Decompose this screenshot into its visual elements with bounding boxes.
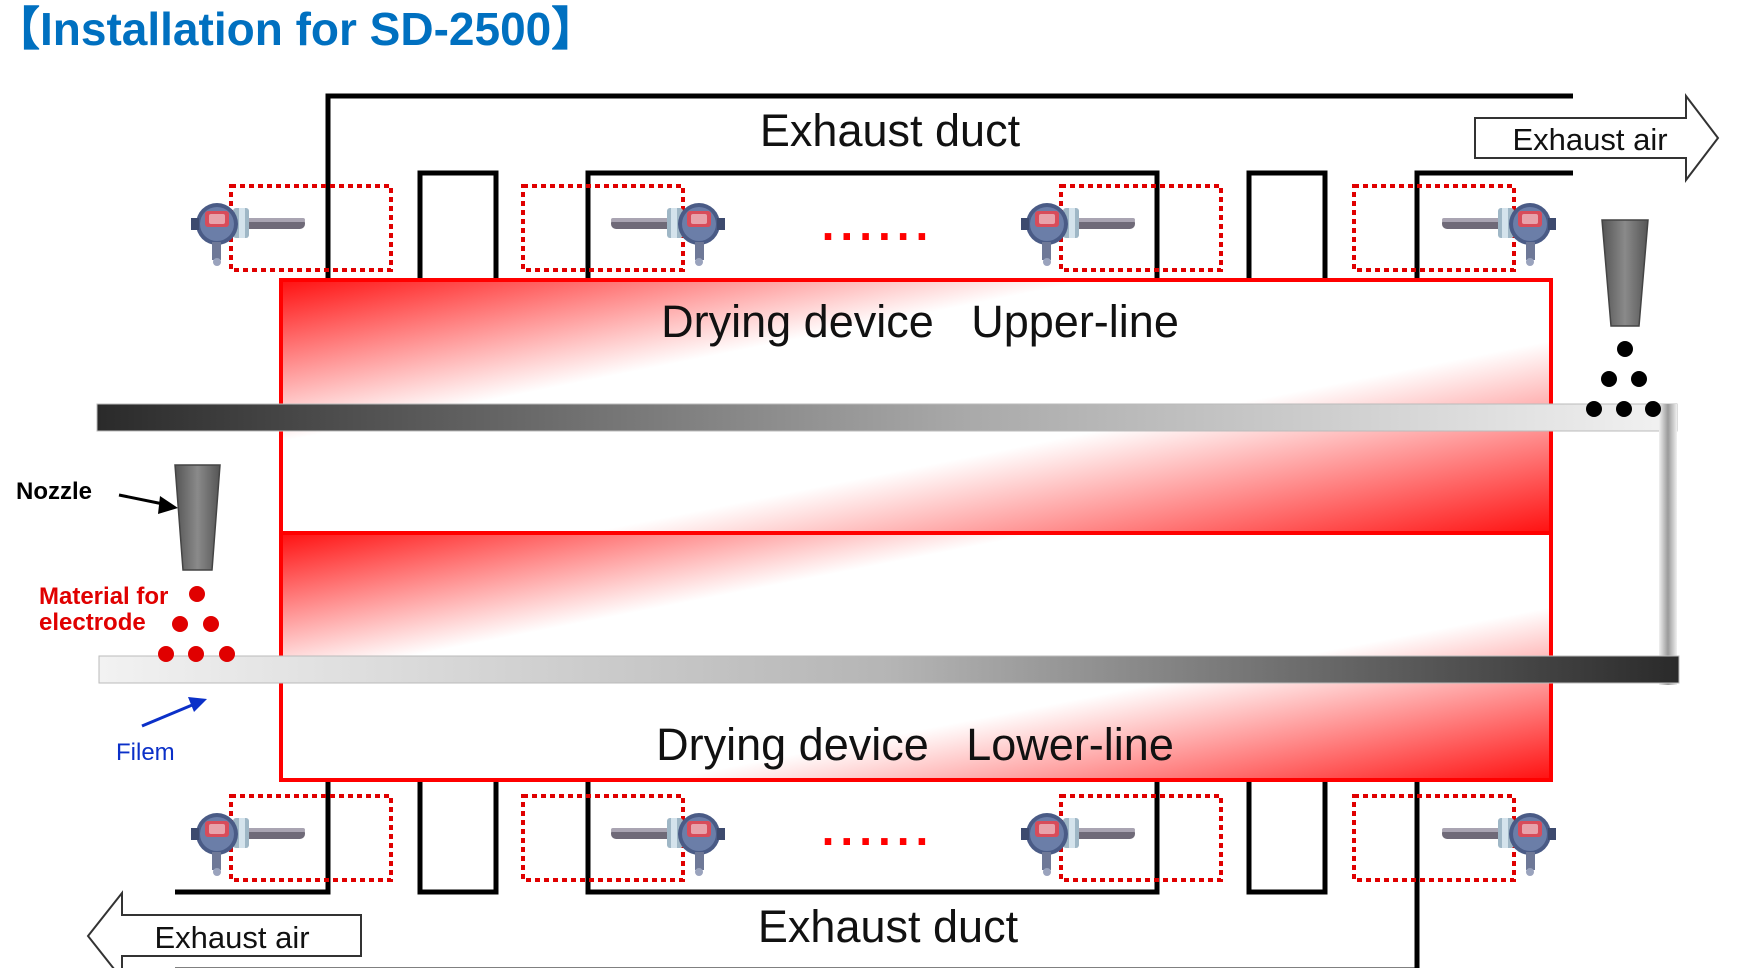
exhaust-duct-bottom	[175, 782, 1420, 968]
sensor-probe-icon	[611, 203, 725, 266]
film-label: Filem	[116, 739, 175, 766]
sensor-probe-icon	[1442, 813, 1556, 876]
sensor-probe-icon	[191, 813, 305, 876]
exhaust-air-left-label: Exhaust air	[154, 920, 309, 955]
dryer-lower-label: Drying device Lower-line	[656, 719, 1174, 770]
sensor-probe-icon	[1021, 813, 1135, 876]
ellipsis-bottom: ......	[822, 803, 935, 855]
sensor-top-2	[521, 184, 725, 272]
sensor-top-3	[1021, 184, 1223, 272]
sensor-probe-icon	[1021, 203, 1135, 266]
dryer-upper-label: Drying device Upper-line	[661, 296, 1179, 347]
exhaust-air-arrow-left	[86, 890, 362, 968]
sensor-bottom-4	[1352, 794, 1556, 882]
sensor-bottom-2	[521, 794, 725, 882]
film-turn	[1659, 404, 1677, 685]
nozzle-right	[1601, 219, 1649, 327]
film-lower	[98, 655, 1680, 684]
sensor-bottom-1	[191, 794, 393, 882]
film-pointer-arrow	[141, 697, 207, 728]
sensor-row-bottom	[191, 794, 1556, 882]
nozzle-left	[174, 464, 221, 571]
exhaust-air-right-label: Exhaust air	[1512, 122, 1667, 157]
material-label-line2: electrode	[39, 609, 146, 636]
particles-red	[158, 586, 235, 662]
sensor-probe-icon	[191, 203, 305, 266]
nozzle-label: Nozzle	[16, 478, 92, 505]
sensor-bottom-3	[1021, 794, 1223, 882]
particles-black	[1586, 341, 1661, 417]
sensor-probe-icon	[1442, 203, 1556, 266]
nozzle-pointer-arrow	[118, 493, 178, 514]
material-label-line1: Material for	[39, 583, 168, 610]
page-title: 【Installation for SD-2500】	[0, 3, 597, 55]
sensor-top-4	[1352, 184, 1556, 272]
exhaust-duct-top	[325, 93, 1573, 278]
exhaust-air-arrow-right	[1474, 93, 1720, 183]
film-upper	[96, 403, 1678, 432]
sensor-probe-icon	[611, 813, 725, 876]
sensor-top-1	[191, 184, 393, 272]
ellipsis-top: ......	[822, 198, 935, 250]
exhaust-duct-top-label: Exhaust duct	[760, 105, 1021, 156]
exhaust-duct-bottom-label: Exhaust duct	[758, 901, 1019, 952]
sensor-row-top	[191, 184, 1556, 272]
